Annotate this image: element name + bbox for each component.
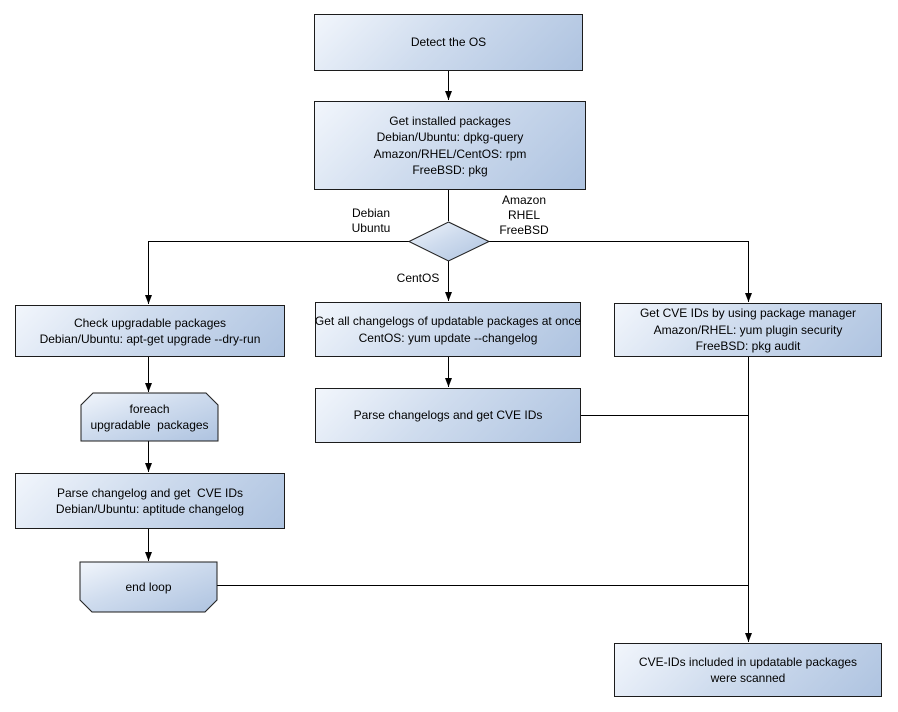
node-parse-changelogs: Parse changelogs and get CVE IDs (315, 388, 581, 443)
node-end-loop-label: end loop (125, 579, 172, 594)
node-check-upgradable-packages: Check upgradable packages Debian/Ubuntu:… (15, 305, 285, 357)
edge-decision-to-get-cve-ids (489, 241, 752, 302)
edge-decision-to-check-upgradable (145, 241, 409, 304)
node-parse-changelog: Parse changelog and get CVE IDs Debian/U… (15, 473, 285, 529)
edge-label-centos: CentOS (396, 271, 440, 285)
end-loop-shape (79, 561, 218, 613)
node-scanned-result: CVE-IDs included in updatable packages w… (614, 643, 882, 697)
node-get-installed-packages: Get installed packages Debian/Ubuntu: dp… (314, 101, 586, 190)
foreach-loop-shape (80, 392, 219, 442)
node-get-cve-ids: Get CVE IDs by using package manager Ama… (614, 303, 882, 357)
node-get-all-changelogs: Get all changelogs of updatable packages… (315, 302, 581, 357)
edge-label-amazon-rhel-freebsd: Amazon RHEL FreeBSD (499, 193, 549, 237)
decision-diamond (407, 221, 491, 262)
node-foreach-loop-label: foreach upgradable packages (90, 401, 209, 433)
node-detect-os: Detect the OS (314, 14, 583, 71)
edge-label-debian-ubuntu: Debian Ubuntu (351, 206, 391, 235)
